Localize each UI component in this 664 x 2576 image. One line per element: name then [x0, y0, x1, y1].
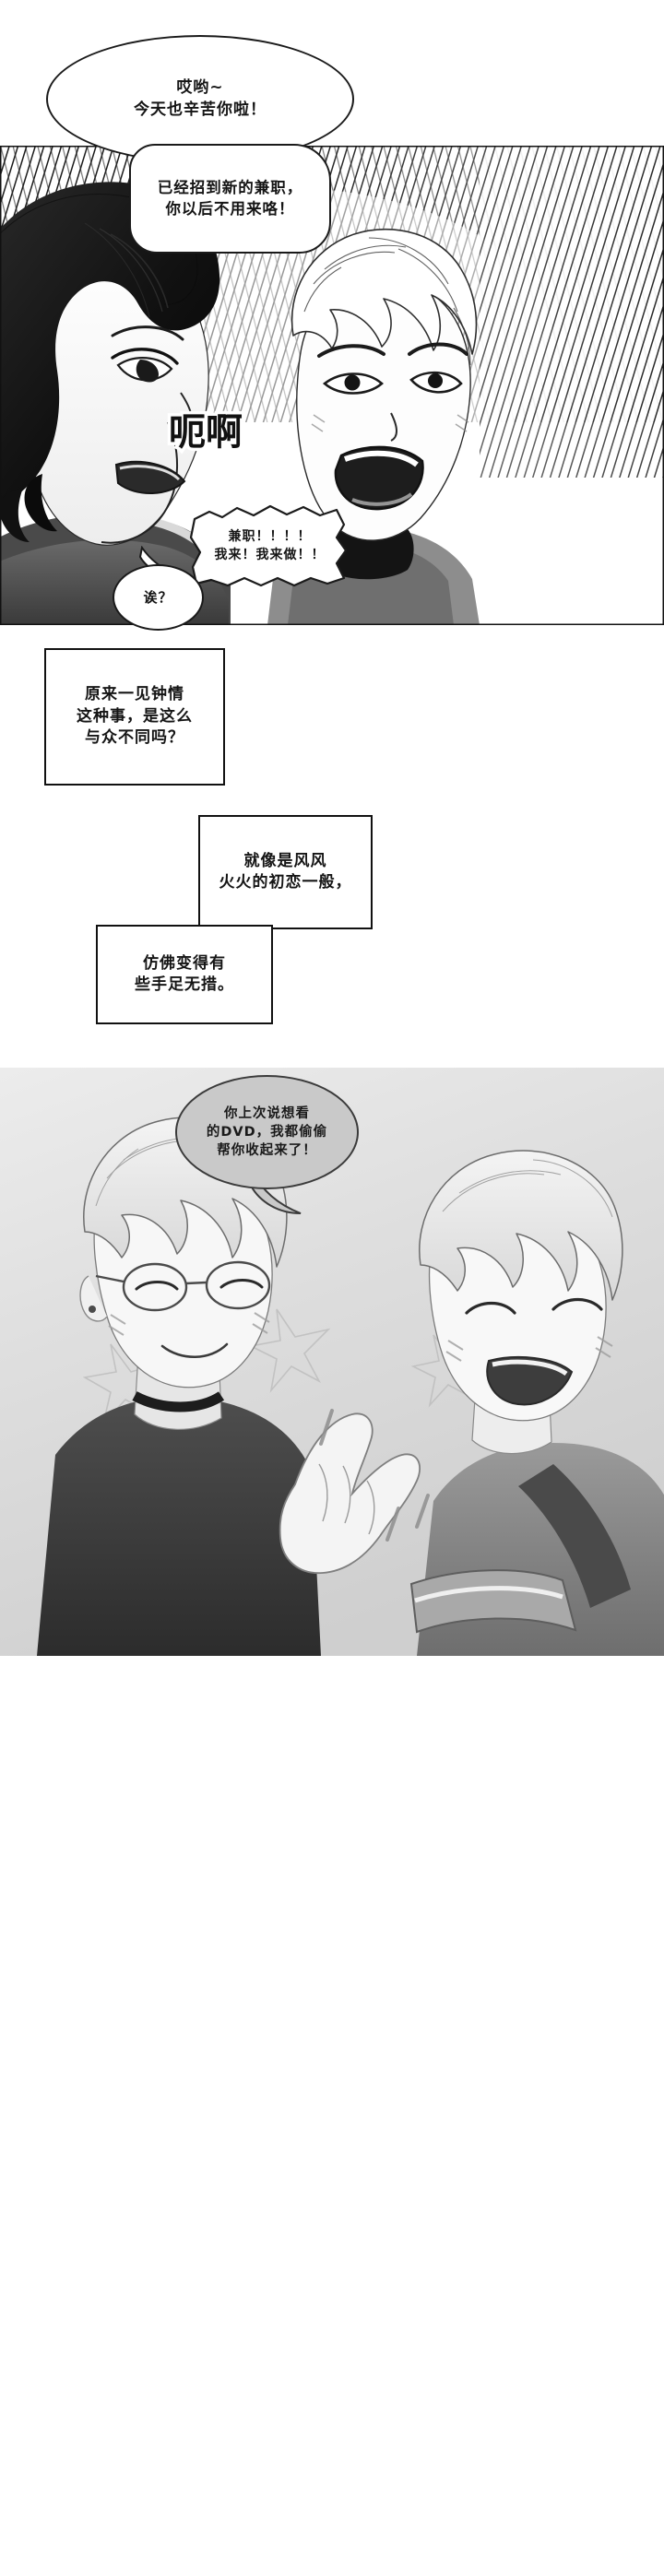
balloon-huh: 诶？ [113, 564, 204, 631]
sfx-gasp-text: 呃啊 [169, 411, 243, 454]
glasses [95, 1260, 271, 1312]
sfx-gasp: 呃啊 [150, 406, 261, 457]
caption-love-at-first-sight-text: 原来一见钟情 这种事，是这么 与众不同吗？ [77, 685, 193, 748]
balloon-greeting: 哎哟~ 今天也辛苦你啦！ [46, 35, 354, 163]
hand-gesture [279, 1412, 421, 1574]
caption-whirlwind-first-love-text: 就像是风风 火火的初恋一般， [219, 851, 352, 892]
balloon-burst-parttime-text: 兼职！！！！ 我来！我来做！！ [214, 529, 326, 562]
balloon-dvd-text: 你上次说想看 的DVD，我都偷偷 帮你收起来了！ [206, 1106, 328, 1158]
balloon-greeting-text: 哎哟~ 今天也辛苦你啦！ [134, 78, 267, 119]
balloon-new-parttimer: 已经招到新的兼职， 你以后不用来咯！ [129, 144, 331, 254]
caption-whirlwind-first-love: 就像是风风 火火的初恋一般， [198, 815, 373, 929]
balloon-huh-text: 诶？ [143, 588, 173, 606]
caption-at-a-loss-text: 仿佛变得有 些手足无措。 [135, 953, 234, 994]
caption-love-at-first-sight: 原来一见钟情 这种事，是这么 与众不同吗？ [44, 648, 225, 786]
motion-lines [319, 1409, 430, 1542]
balloon-dvd: 你上次说想看 的DVD，我都偷偷 帮你收起来了！ [175, 1075, 359, 1189]
character-light-hair [267, 228, 480, 625]
balloon-burst-parttime: 兼职！！！！ 我来！我来做！！ [189, 502, 350, 590]
caption-at-a-loss: 仿佛变得有 些手足无措。 [96, 925, 273, 1024]
balloon-new-parttimer-text: 已经招到新的兼职， 你以后不用来咯！ [157, 178, 303, 218]
book-object [409, 1569, 577, 1634]
